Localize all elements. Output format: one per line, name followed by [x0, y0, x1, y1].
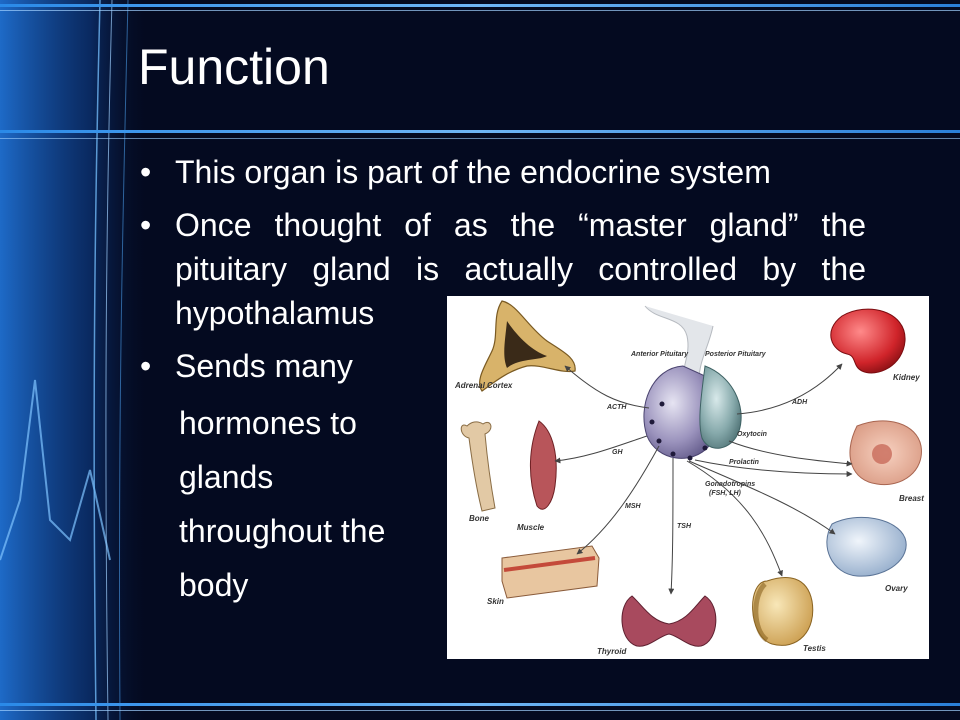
tsh-label: TSH	[677, 523, 692, 530]
pituitary-stalk-shape	[644, 305, 714, 381]
bone-label: Bone	[469, 514, 490, 523]
continuation-line: body	[179, 567, 249, 603]
muscle-label: Muscle	[517, 523, 545, 532]
adrenal-cortex-label: Adrenal Cortex	[454, 381, 513, 390]
bullet-marker: •	[140, 154, 152, 190]
top-band-line	[0, 4, 960, 7]
bullet-text: This organ is part of the endocrine syst…	[175, 154, 771, 190]
skin-shape	[501, 545, 600, 599]
acth-label: ACTH	[606, 404, 627, 411]
gonadotropins-testis-arrow	[686, 460, 783, 577]
pulse-line-decor	[0, 379, 111, 561]
bone-shape	[460, 421, 496, 512]
msh-label: MSH	[625, 503, 642, 510]
posterior-pituitary-shape	[699, 365, 742, 449]
bullet-marker: •	[140, 207, 152, 243]
testis-label: Testis	[803, 644, 826, 653]
continuation-line: glands	[179, 459, 274, 495]
kidney-shape	[830, 308, 906, 374]
gonadotropins-label: Gonadotropins	[705, 481, 755, 488]
title-divider-thin-line	[0, 138, 960, 139]
bullet-continuation: hormones to glands throughout the body	[179, 396, 385, 612]
breast-label: Breast	[899, 494, 924, 503]
continuation-line: throughout the	[179, 513, 386, 549]
adrenal-medulla-shape	[504, 321, 547, 368]
left-glow	[0, 0, 150, 720]
bullet-item: • Sends many	[140, 344, 866, 388]
bullet-marker: •	[140, 348, 152, 384]
thyroid-label: Thyroid	[597, 647, 627, 656]
gh-arrow	[554, 435, 648, 464]
diagram-illustration: Anterior Pituitary Posterior Pituitary A…	[454, 300, 924, 656]
curve-line-decor-3	[118, 0, 129, 720]
bullet-text: Sends many	[175, 348, 353, 384]
skin-label: Skin	[487, 597, 504, 606]
thyroid-shape	[621, 595, 717, 647]
top-band-thin-line	[0, 10, 960, 11]
acth-arrow	[564, 365, 650, 409]
slide-title: Function	[138, 39, 330, 95]
prolactin-label: Prolactin	[729, 459, 759, 466]
pituitary-hormone-diagram: Anterior Pituitary Posterior Pituitary A…	[447, 296, 929, 659]
curve-line-decor-1	[93, 0, 101, 720]
ovary-label: Ovary	[885, 584, 908, 593]
title-divider-line	[0, 130, 960, 133]
prolactin-arrow	[694, 459, 853, 477]
bullet-item: • Once thought of as the “master gland” …	[140, 203, 866, 335]
kidney-label: Kidney	[893, 373, 920, 382]
curve-line-decor-2	[105, 0, 113, 720]
tsh-arrow	[668, 457, 675, 595]
gh-label: GH	[612, 449, 623, 456]
bottom-band-thin-line	[0, 710, 960, 711]
adh-arrow	[736, 363, 843, 415]
bullet-text: Once thought of as the “master gland” th…	[175, 207, 866, 331]
posterior-pituitary-label: Posterior Pituitary	[705, 351, 767, 358]
continuation-line: hormones to	[179, 405, 357, 441]
gonadotropins-ovary-arrow	[688, 460, 836, 535]
gonadotropins-sublabel: (FSH, LH)	[709, 490, 742, 497]
ovary-shape	[826, 517, 907, 577]
adh-label: ADH	[791, 399, 808, 406]
msh-arrow	[576, 445, 660, 555]
anterior-pituitary-label: Anterior Pituitary	[630, 351, 689, 358]
bullet-list: • This organ is part of the endocrine sy…	[140, 150, 866, 397]
bullet-item: • This organ is part of the endocrine sy…	[140, 150, 866, 194]
muscle-shape	[530, 420, 557, 510]
oxytocin-arrow	[728, 440, 853, 467]
bottom-band-line	[0, 703, 960, 706]
testis-shape	[752, 577, 814, 646]
oxytocin-label: Oxytocin	[737, 431, 767, 438]
